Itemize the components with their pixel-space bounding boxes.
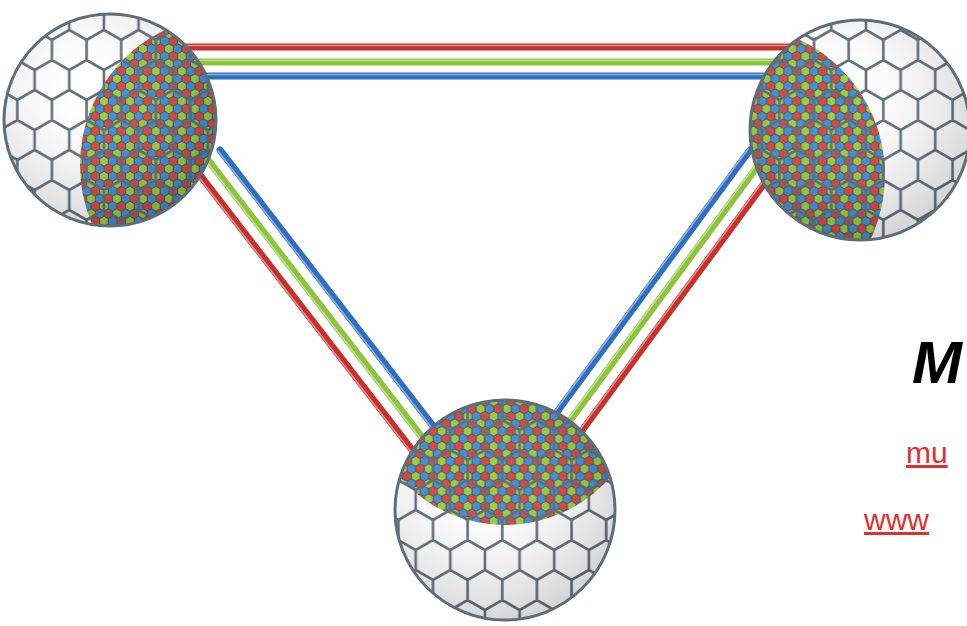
link-text: www [864, 503, 929, 538]
cage-sphere [585, 10, 967, 325]
cage-sphere [0, 0, 380, 315]
link-text: mu [906, 436, 948, 471]
heading-letter: M [912, 328, 962, 397]
cage-sphere [365, 245, 645, 625]
tubes [185, 46, 790, 457]
